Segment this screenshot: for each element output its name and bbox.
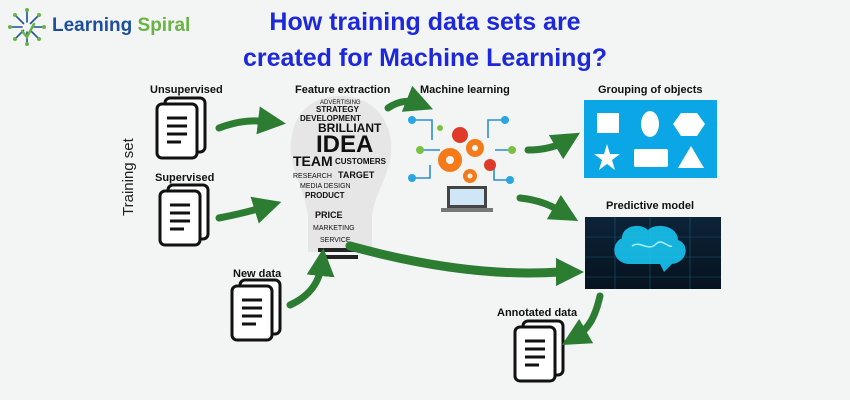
brain-icon xyxy=(585,217,721,289)
label-annotated-data: Annotated data xyxy=(497,307,578,319)
arrow-new-data xyxy=(286,248,335,309)
svg-text:MEDIA DESIGN: MEDIA DESIGN xyxy=(300,183,351,190)
label-supervised: Supervised xyxy=(155,172,215,184)
svg-text:TARGET: TARGET xyxy=(338,170,375,180)
svg-text:MARKETING: MARKETING xyxy=(313,225,355,232)
label-unsupervised: Unsupervised xyxy=(150,84,223,96)
svg-text:PRODUCT: PRODUCT xyxy=(305,191,345,200)
brand-name-part1: Learning xyxy=(52,15,133,36)
arrow-to-grouping xyxy=(524,132,581,160)
svg-text:SERVICE: SERVICE xyxy=(320,237,351,244)
shapes-icon xyxy=(584,100,717,178)
arrow-to-annotated xyxy=(561,292,604,345)
brand-name: Learning Spiral xyxy=(52,15,190,37)
document-stack-icon-new-data xyxy=(230,278,282,342)
arrow-long-to-predictive xyxy=(345,241,565,278)
svg-text:CUSTOMERS: CUSTOMERS xyxy=(335,157,387,166)
svg-text:IDEA: IDEA xyxy=(316,131,373,158)
brand-name-part2: Spiral xyxy=(137,15,191,36)
svg-text:PRICE: PRICE xyxy=(315,210,343,220)
arrow-unsupervised xyxy=(215,106,286,135)
gears-network-icon xyxy=(408,116,516,212)
label-machine-learning: Machine learning xyxy=(420,84,510,96)
svg-text:DEVELOPMENT: DEVELOPMENT xyxy=(300,114,361,123)
title-line-2: created for Machine Learning? xyxy=(243,44,607,72)
title-line-1: How training data sets are xyxy=(269,8,581,36)
arrow-supervised xyxy=(215,196,282,224)
svg-text:STRATEGY: STRATEGY xyxy=(316,105,360,114)
label-predictive-model: Predictive model xyxy=(606,200,695,212)
svg-text:RESEARCH: RESEARCH xyxy=(293,173,332,180)
document-stack-icon-unsupervised xyxy=(155,96,207,160)
label-new-data: New data xyxy=(233,268,282,280)
lightbulb-word-cloud-icon: ADVERTISING STRATEGY DEVELOPMENT BRILLIA… xyxy=(290,96,392,259)
label-grouping-of-objects: Grouping of objects xyxy=(598,84,703,96)
svg-text:BRILLIANT: BRILLIANT xyxy=(318,121,382,135)
svg-text:ADVERTISING: ADVERTISING xyxy=(320,100,361,106)
arrow-to-predictive xyxy=(516,194,579,221)
document-stack-icon-supervised xyxy=(158,183,210,247)
svg-text:TEAM: TEAM xyxy=(293,153,333,169)
document-stack-icon-annotated xyxy=(513,319,565,383)
arrow-to-ml xyxy=(384,85,434,112)
label-feature-extraction: Feature extraction xyxy=(295,84,391,96)
